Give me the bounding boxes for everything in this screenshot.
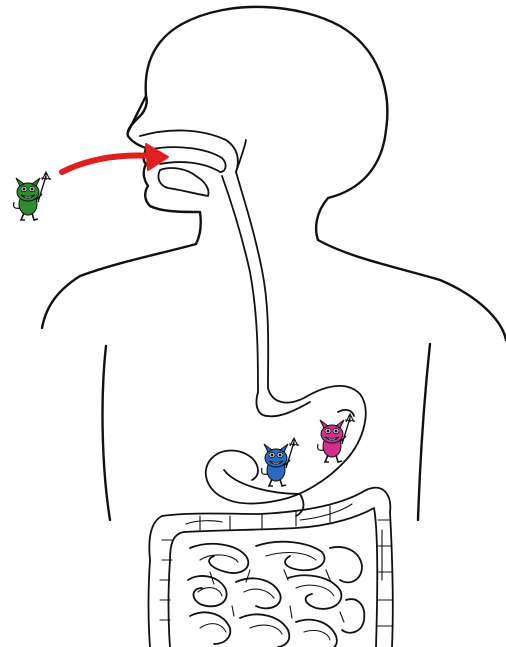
tongue [158,168,208,196]
small-intestine [188,542,364,647]
stomach-fold [338,410,354,416]
esophagus-right-wall [222,176,258,392]
colon-outer [149,488,393,647]
torso-right [418,344,430,520]
torso-left [103,346,110,520]
germ-blue-icon [262,438,299,486]
germ-green-icon [14,172,51,220]
body-outline [128,7,506,340]
duodenum [224,470,303,516]
stomach-inner [256,392,310,416]
entry-arrow [62,144,168,172]
colon-segments [160,504,392,626]
